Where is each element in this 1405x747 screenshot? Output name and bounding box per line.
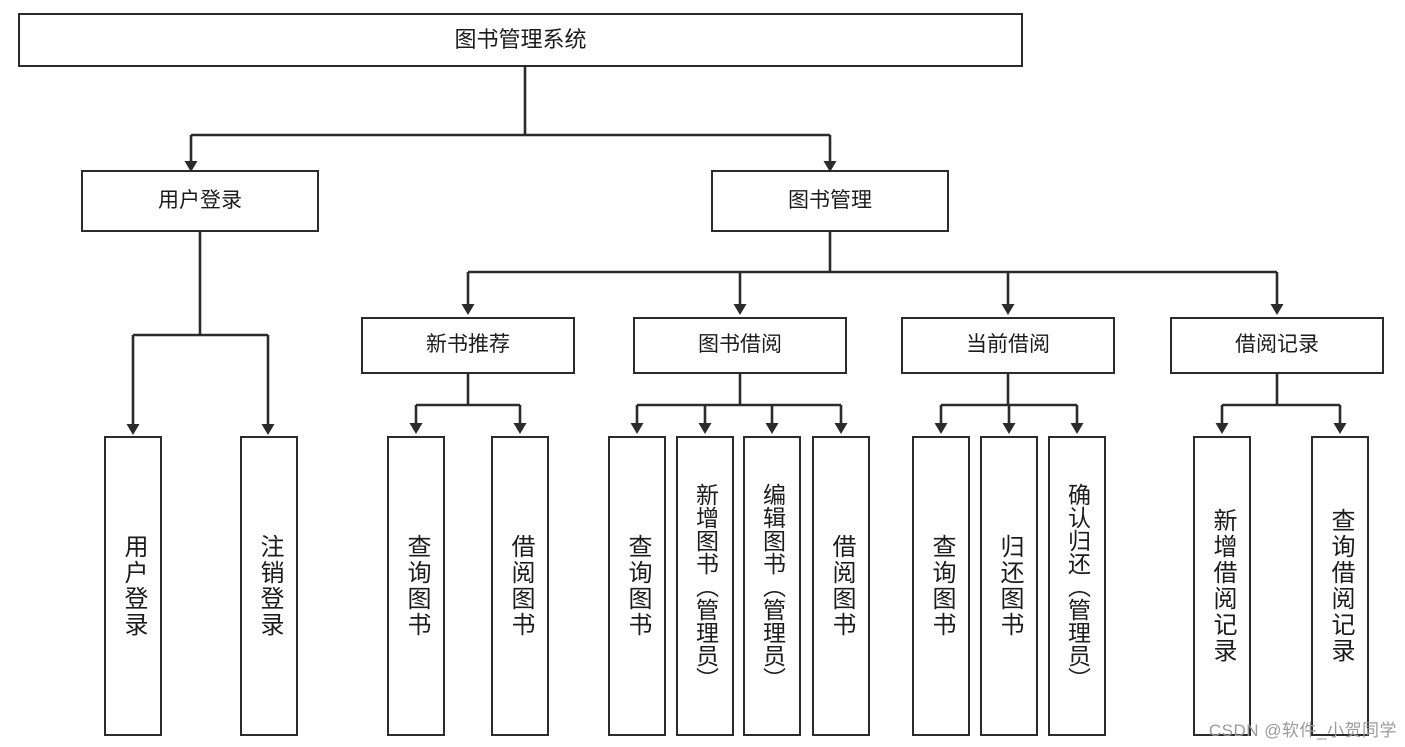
node-current-borrow-label: 当前借阅 — [966, 333, 1050, 357]
node-leaf-query-book-3-label: 查询图书 — [928, 534, 955, 638]
node-leaf-add-record-label: 新增借阅记录 — [1209, 508, 1236, 664]
node-leaf-logout-label: 注销登录 — [256, 534, 283, 638]
node-new-book-rec[interactable]: 新书推荐 — [361, 317, 575, 374]
node-leaf-return-book-label: 归还图书 — [996, 534, 1023, 638]
node-book-borrow-label: 图书借阅 — [698, 333, 782, 357]
node-leaf-query-record-label: 查询借阅记录 — [1327, 508, 1354, 664]
node-leaf-user-login[interactable]: 用户登录 — [104, 436, 162, 736]
node-leaf-borrow-book-2-label: 借阅图书 — [828, 534, 855, 638]
node-leaf-edit-book-label: 编辑图书（管理员） — [759, 482, 786, 690]
node-user-login-label: 用户登录 — [158, 188, 242, 212]
node-leaf-query-book-1[interactable]: 查询图书 — [387, 436, 445, 736]
node-leaf-query-book-2-label: 查询图书 — [624, 534, 651, 638]
node-leaf-add-book[interactable]: 新增图书（管理员） — [676, 436, 734, 736]
node-leaf-query-record[interactable]: 查询借阅记录 — [1311, 436, 1369, 736]
node-leaf-confirm-return[interactable]: 确认归还（管理员） — [1048, 436, 1106, 736]
node-book-manage-label: 图书管理 — [788, 188, 872, 212]
node-book-borrow[interactable]: 图书借阅 — [633, 317, 847, 374]
node-leaf-user-login-label: 用户登录 — [120, 534, 147, 638]
node-new-book-rec-label: 新书推荐 — [426, 333, 510, 357]
node-leaf-logout[interactable]: 注销登录 — [240, 436, 298, 736]
node-leaf-borrow-book-1-label: 借阅图书 — [507, 534, 534, 638]
node-current-borrow[interactable]: 当前借阅 — [901, 317, 1115, 374]
node-leaf-return-book[interactable]: 归还图书 — [980, 436, 1038, 736]
node-borrow-record[interactable]: 借阅记录 — [1170, 317, 1384, 374]
node-leaf-edit-book[interactable]: 编辑图书（管理员） — [743, 436, 801, 736]
node-borrow-record-label: 借阅记录 — [1235, 333, 1319, 357]
node-leaf-add-book-label: 新增图书（管理员） — [692, 482, 719, 690]
node-book-manage[interactable]: 图书管理 — [711, 170, 949, 232]
node-root-label: 图书管理系统 — [454, 27, 587, 53]
node-leaf-query-book-2[interactable]: 查询图书 — [608, 436, 666, 736]
node-leaf-borrow-book-1[interactable]: 借阅图书 — [491, 436, 549, 736]
node-user-login[interactable]: 用户登录 — [81, 170, 319, 232]
node-leaf-query-book-1-label: 查询图书 — [403, 534, 430, 638]
node-leaf-borrow-book-2[interactable]: 借阅图书 — [812, 436, 870, 736]
node-leaf-add-record[interactable]: 新增借阅记录 — [1193, 436, 1251, 736]
node-leaf-query-book-3[interactable]: 查询图书 — [912, 436, 970, 736]
node-leaf-confirm-return-label: 确认归还（管理员） — [1064, 482, 1091, 690]
node-root[interactable]: 图书管理系统 — [18, 13, 1023, 67]
watermark-text: CSDN @软件_小贺同学 — [1208, 721, 1397, 740]
